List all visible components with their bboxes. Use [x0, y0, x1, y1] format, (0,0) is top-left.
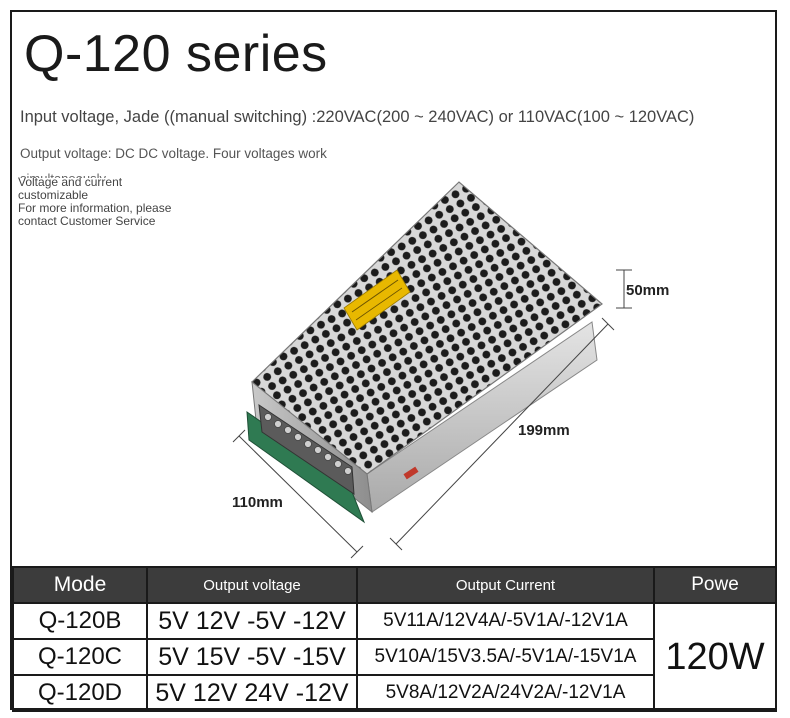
model-cell: Q-120D [12, 674, 148, 712]
header-output-current: Output Current [356, 566, 655, 604]
current-cell: 5V11A/12V4A/-5V1A/-12V1A [356, 602, 655, 640]
terminal-screws [264, 413, 352, 475]
output-voltage-text: Output voltage: DC DC voltage. Four volt… [20, 146, 327, 161]
terminal-block [258, 403, 355, 495]
model-cell: Q-120B [12, 602, 148, 640]
width-dimension: 110mm [232, 494, 283, 511]
table-row: Q-120C 5V 15V -5V -15V 5V10A/15V3.5A/-5V… [12, 638, 776, 676]
table-row: Q-120D 5V 12V 24V -12V 5V8A/12V2A/24V2A/… [12, 674, 776, 712]
note-line: For more information, please [18, 201, 172, 215]
note-line: Voltage and current [18, 175, 123, 189]
voltage-cell: 5V 12V -5V -12V [146, 602, 358, 640]
voltage-cell: 5V 12V 24V -12V [146, 674, 358, 712]
model-cell: Q-120C [12, 638, 148, 676]
product-card: Q-120 series Input voltage, Jade ((manua… [10, 10, 777, 712]
warning-label [343, 269, 411, 331]
current-cell: 5V8A/12V2A/24V2A/-12V1A [356, 674, 655, 712]
power-supply-image [232, 181, 632, 559]
height-dimension: 50mm [626, 282, 670, 299]
voltage-cell: 5V 15V -5V -15V [146, 638, 358, 676]
power-cell: 120W [653, 602, 777, 712]
customization-note: Voltage and current customizable For mor… [18, 176, 218, 228]
note-line: contact Customer Service [18, 214, 156, 228]
table-row: Q-120B 5V 12V -5V -12V 5V11A/12V4A/-5V1A… [12, 602, 777, 712]
input-voltage-text: Input voltage, Jade ((manual switching) … [20, 108, 695, 126]
page-title: Q-120 series [24, 25, 328, 83]
output-voltage-text-cont: simultaneously [20, 170, 106, 178]
dimension-lines [232, 269, 632, 559]
header-mode: Mode [12, 566, 148, 604]
spec-table: Mode Output voltage Output Current Powe … [12, 566, 777, 712]
note-line: customizable [18, 188, 89, 202]
side-sticker [403, 466, 419, 480]
table-header-row: Mode Output voltage Output Current Powe [12, 566, 777, 604]
current-cell: 5V10A/15V3.5A/-5V1A/-15V1A [356, 638, 655, 676]
length-dimension: 199mm [518, 422, 570, 439]
header-output-voltage: Output voltage [146, 566, 358, 604]
header-power: Powe [653, 566, 777, 604]
